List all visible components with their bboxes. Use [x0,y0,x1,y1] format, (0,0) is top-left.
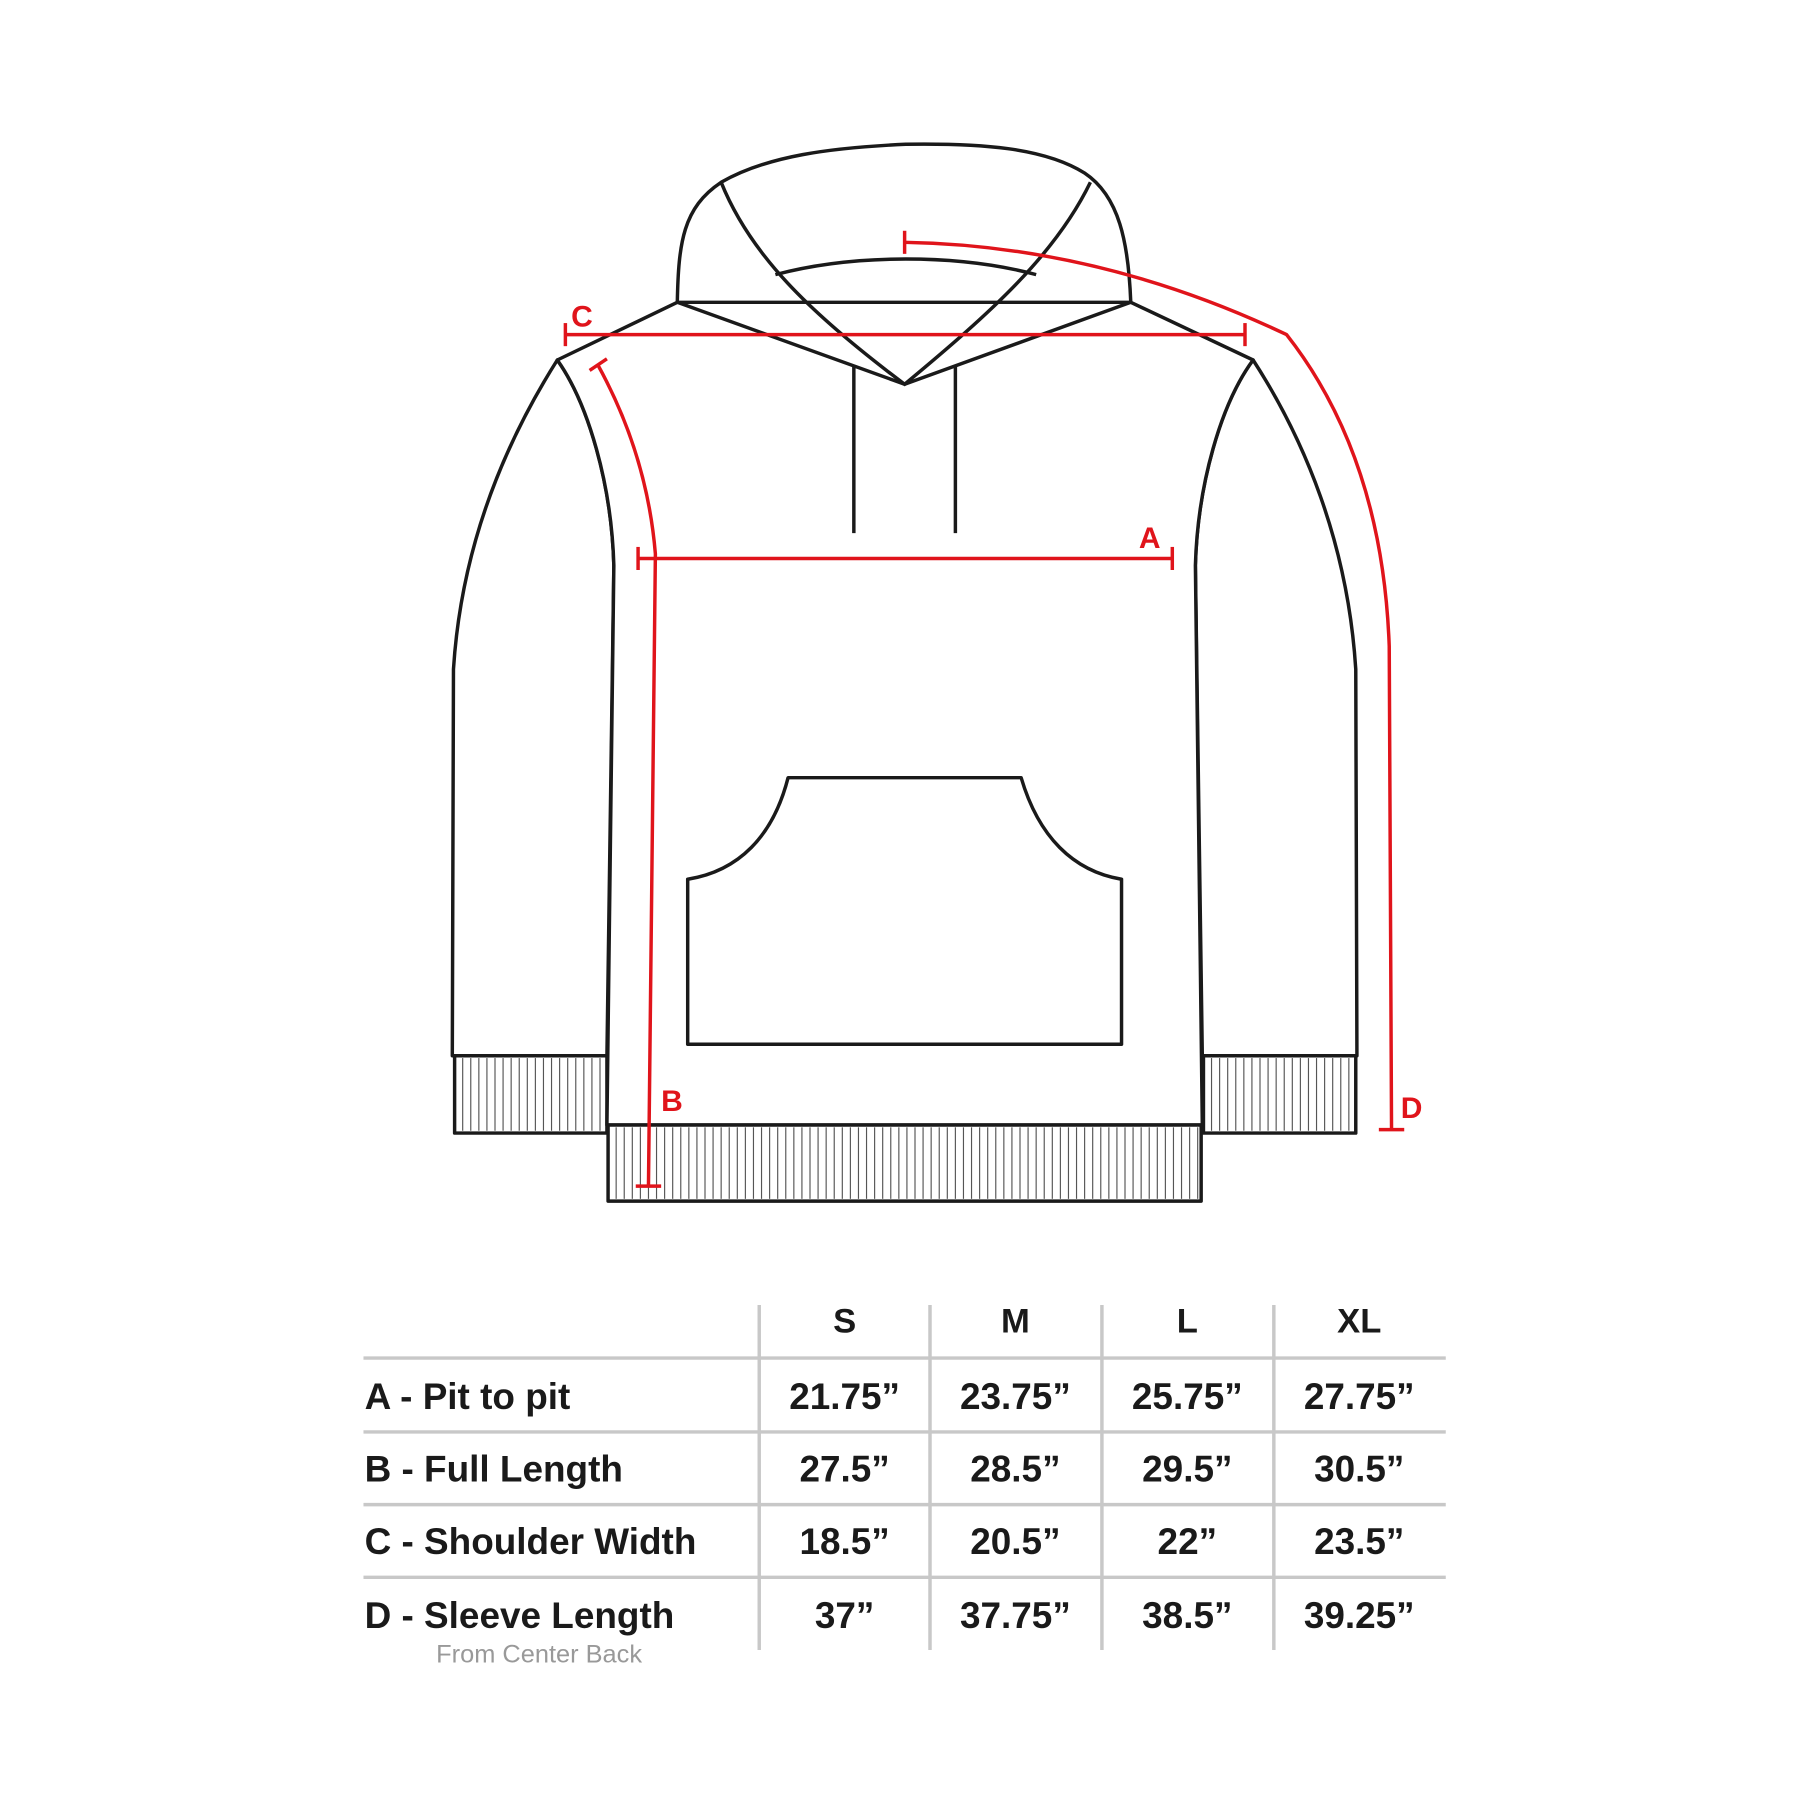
cell-value: 37.75” [960,1595,1071,1636]
size-table: S M L XL A - Pit to pit 21.75” 23.75” 25… [363,1303,1446,1669]
table-row-pit-to-pit: A - Pit to pit 21.75” 23.75” 25.75” 27.7… [365,1376,1415,1417]
cell-value: 25.75” [1132,1376,1243,1417]
size-header-m: M [1001,1303,1030,1341]
size-header-l: L [1177,1303,1198,1341]
cell-value: 27.75” [1304,1376,1415,1417]
measure-b-full-length: B [588,357,683,1188]
cell-value: 23.75” [960,1376,1071,1417]
cell-value: 37” [815,1595,875,1636]
row-label: C - Shoulder Width [365,1521,697,1562]
cell-value: 27.5” [799,1449,889,1490]
table-row-sleeve-length: D - Sleeve Length From Center Back 37” 3… [365,1595,1415,1669]
marker-c: C [571,301,593,334]
measure-d-sleeve-length: D [902,230,1423,1132]
table-header: S M L XL [833,1303,1381,1341]
cell-value: 39.25” [1304,1595,1415,1636]
kangaroo-pocket [685,775,1124,1046]
hood-opening [719,181,1092,387]
row-label: A - Pit to pit [365,1376,571,1417]
cell-value: 30.5” [1314,1449,1404,1490]
size-header-s: S [833,1303,856,1341]
left-sleeve [450,358,616,1058]
marker-d: D [1401,1092,1423,1125]
measure-c-shoulder-width: C [563,301,1247,347]
right-sleeve [1193,358,1359,1058]
cell-value: 21.75” [789,1376,900,1417]
cell-value: 22” [1158,1521,1218,1562]
cell-value: 23.5” [1314,1521,1404,1562]
hood [675,142,1133,305]
cell-value: 29.5” [1142,1449,1232,1490]
cell-value: 18.5” [799,1521,889,1562]
row-sublabel: From Center Back [436,1641,642,1669]
hoodie-illustration [450,142,1359,1203]
cell-value: 38.5” [1142,1595,1232,1636]
marker-a: A [1139,522,1161,555]
marker-b: B [661,1085,683,1118]
hood-inner-back [774,257,1037,277]
table-row-shoulder-width: C - Shoulder Width 18.5” 20.5” 22” 23.5” [365,1521,1405,1562]
cell-value: 28.5” [970,1449,1060,1490]
table-row-full-length: B - Full Length 27.5” 28.5” 29.5” 30.5” [365,1449,1405,1490]
measure-a-pit-to-pit: A [636,522,1175,570]
left-cuff [452,1054,609,1135]
size-header-xl: XL [1337,1303,1381,1341]
row-label: B - Full Length [365,1449,623,1490]
cell-value: 20.5” [970,1521,1060,1562]
rib-texture [462,1058,1350,1199]
measurement-lines: C A B D [563,230,1423,1188]
row-label: D - Sleeve Length [365,1595,675,1636]
waistband [606,1123,1203,1203]
